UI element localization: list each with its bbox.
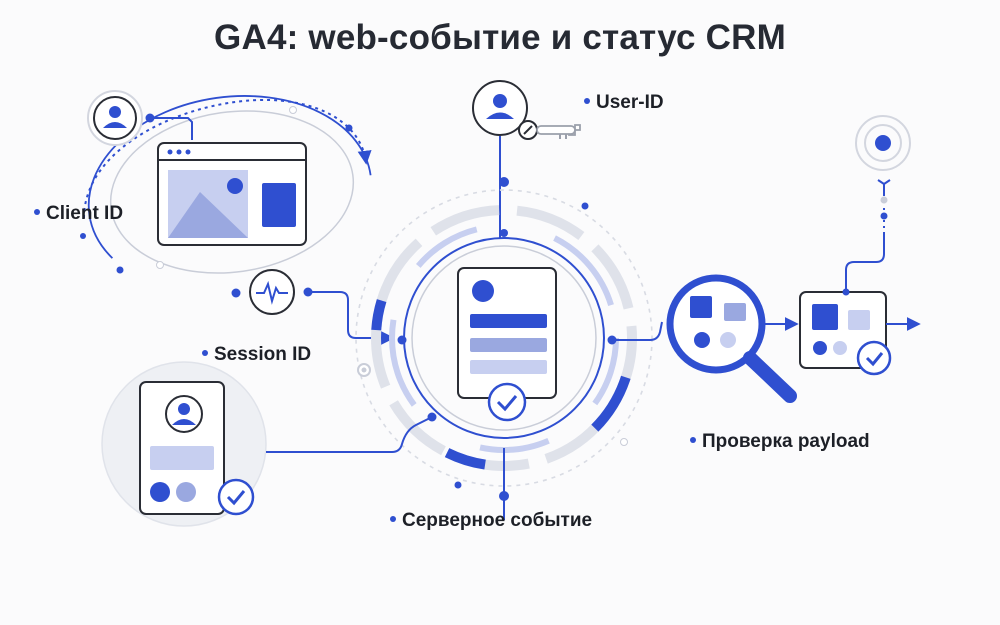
profile-card-icon xyxy=(101,361,433,527)
label-session-id-text: Session ID xyxy=(214,344,312,365)
bullet-dot xyxy=(34,208,40,215)
magnifier-icon xyxy=(616,274,799,403)
user-id-avatar-key-icon xyxy=(472,80,581,238)
page-title: GA4: web-событие и статус CRM xyxy=(214,18,786,57)
client-user-avatar-icon xyxy=(87,90,193,146)
bullet-dot xyxy=(390,515,396,522)
server-event-rings xyxy=(355,189,653,520)
bullet-dot xyxy=(690,436,696,443)
bullet-dot xyxy=(584,97,590,104)
crm-card-icon xyxy=(799,179,921,376)
label-user-id: User-ID xyxy=(584,92,664,114)
signal-target-icon xyxy=(855,115,911,171)
label-server-event: Серверное событие xyxy=(390,510,592,532)
label-client-id: Client ID xyxy=(34,203,123,225)
server-event-card-icon xyxy=(457,267,557,422)
bullet-dot xyxy=(202,349,208,356)
label-client-id-text: Client ID xyxy=(46,203,124,224)
label-user-id-text: User-ID xyxy=(596,92,664,113)
label-payload-check: Проверка payload xyxy=(690,431,870,453)
label-session-id: Session ID xyxy=(202,344,311,366)
label-server-event-text: Серверное событие xyxy=(402,510,593,531)
label-payload-check-text: Проверка payload xyxy=(702,431,870,452)
browser-window-icon xyxy=(157,142,307,246)
heartbeat-icon xyxy=(231,269,395,345)
